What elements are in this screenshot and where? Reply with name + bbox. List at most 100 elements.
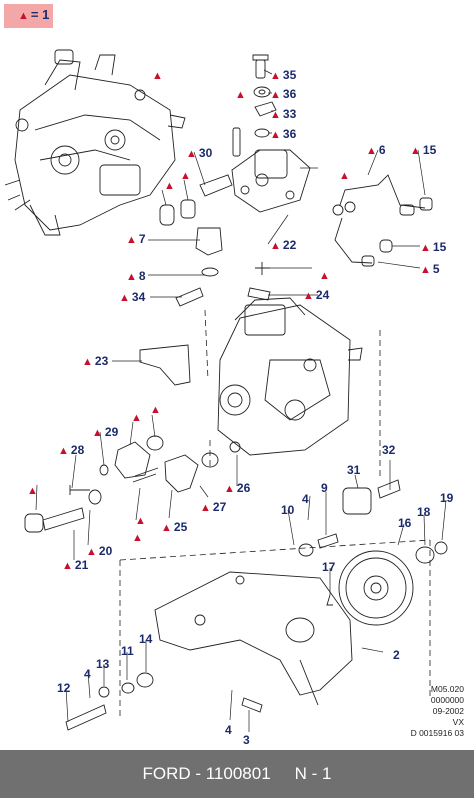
callout-7: ▲7 [126,232,146,247]
callout-20: ▲20 [86,544,112,559]
callout-10: 10 [281,503,294,517]
callout-number: 30 [198,146,213,160]
callout-number: 4 [225,723,232,737]
meta-line: D 0015916 03 [410,728,464,738]
callout-22: ▲22 [270,238,296,253]
warning-triangle-icon: ▲ [161,522,172,534]
callout-36b: ▲36 [270,127,296,142]
callout-23: ▲23 [82,354,108,369]
callout-4c: 4 [225,723,232,737]
meta-line: 0000000 [430,695,464,705]
warning-triangle-icon: ▲ [62,560,73,572]
warning-triangle-icon: ▲ [270,109,281,121]
main-pump-drawing [139,297,363,456]
meta-line: 09-2002 [432,706,464,716]
warning-triangle-icon: ▲ [303,290,314,302]
callout-30: ▲30 [186,146,212,161]
warning-triangle-icon: ▲ [200,502,211,514]
warning-triangle-icon: ▲ [86,546,97,558]
warning-triangle-icon: ▲ [152,70,163,82]
callout-number: 27 [212,500,227,514]
callout-14: 14 [139,632,152,646]
warning-triangle-icon: ▲ [224,483,235,495]
callout-number: 15 [422,143,437,157]
callout-12: 12 [57,681,70,695]
callout-4a: 4 [302,492,309,506]
callout-32: 32 [382,443,395,457]
legend-text: ▲= 1 [18,7,50,22]
callout-number: 35 [282,68,297,82]
callout-number: 26 [236,481,251,495]
callout-27: ▲27 [200,500,226,515]
callout-number: 4 [302,492,309,506]
callout-33: ▲33 [270,107,296,122]
callout-number: 24 [315,288,330,302]
callout-19: 19 [440,491,453,505]
callout-number: 10 [281,503,295,517]
warning-triangle-icon: ▲ [180,170,191,182]
warning-triangle-icon: ▲ [82,356,93,368]
warning-triangle-icon: ▲ [270,89,281,101]
warning-triangle-icon: ▲ [92,427,103,439]
callout-number: 18 [417,505,431,519]
warning-triangle-icon: ▲ [119,292,130,304]
meta-line: VX [452,717,464,727]
callout-number: 14 [139,632,153,646]
warning-triangle-icon: ▲ [235,89,246,101]
callout-number: 33 [282,107,297,121]
callout-number: 22 [282,238,297,252]
callout-number: 32 [382,443,396,457]
warning-triangle-icon: ▲ [420,242,431,254]
callout-number: 4 [84,667,91,681]
callout-number: 13 [96,657,110,671]
bracket-drawing [65,479,448,731]
callout-2: 2 [393,648,400,662]
warning-triangle-icon: ▲ [150,404,161,416]
callout-number: 29 [104,425,119,439]
callout-34: ▲34 [119,290,145,305]
warning-triangle-icon: ▲ [126,234,137,246]
warning-triangle-icon: ▲ [132,532,143,544]
callout-24: ▲24 [303,288,329,303]
callout-number: 8 [138,269,146,283]
callout-11: 11 [121,644,134,658]
callout-number: 16 [398,516,412,530]
callout-5: ▲5 [420,262,440,277]
callout-number: 5 [432,262,440,276]
warning-triangle-icon: ▲ [270,129,281,141]
warning-triangle-icon: ▲ [270,240,281,252]
callout-number: 12 [57,681,71,695]
callout-31: 31 [347,463,360,477]
callout-3: 3 [243,733,250,747]
callout-number: 11 [121,644,134,658]
callout-number: 20 [98,544,113,558]
warning-triangle-icon: ▲ [186,148,197,160]
callout-number: 7 [138,232,146,246]
diagram-metadata: M05.020 0000000 09-2002 VX D 0015916 03 [411,684,464,739]
warning-triangle-icon: ▲ [319,270,330,282]
callout-4b: 4 [84,667,91,681]
callout-number: 6 [378,143,386,157]
footer-page: N - 1 [294,764,332,783]
warning-triangle-icon: ▲ [135,515,146,527]
callout-number: 2 [393,648,400,662]
callout-26: ▲26 [224,481,250,496]
warning-triangle-icon: ▲ [410,145,421,157]
callout-21: ▲21 [62,558,88,573]
exploded-parts-diagram [4,49,448,732]
meta-line: M05.020 [430,684,464,694]
callout-number: 3 [243,733,250,747]
callout-16: 16 [398,516,411,530]
callout-number: 28 [70,443,85,457]
callout-number: 21 [74,558,89,572]
warning-triangle-icon: ▲ [58,445,69,457]
callout-number: 23 [94,354,109,368]
callout-number: 17 [322,560,336,574]
callout-29: ▲29 [92,425,118,440]
warning-triangle-icon: ▲ [126,271,137,283]
legend-box: ▲= 1 [4,4,53,28]
callout-25: ▲25 [161,520,187,535]
callout-9: 9 [321,481,328,495]
fuel-pipe-drawing [332,174,433,267]
warning-triangle-icon: ▲ [366,145,377,157]
